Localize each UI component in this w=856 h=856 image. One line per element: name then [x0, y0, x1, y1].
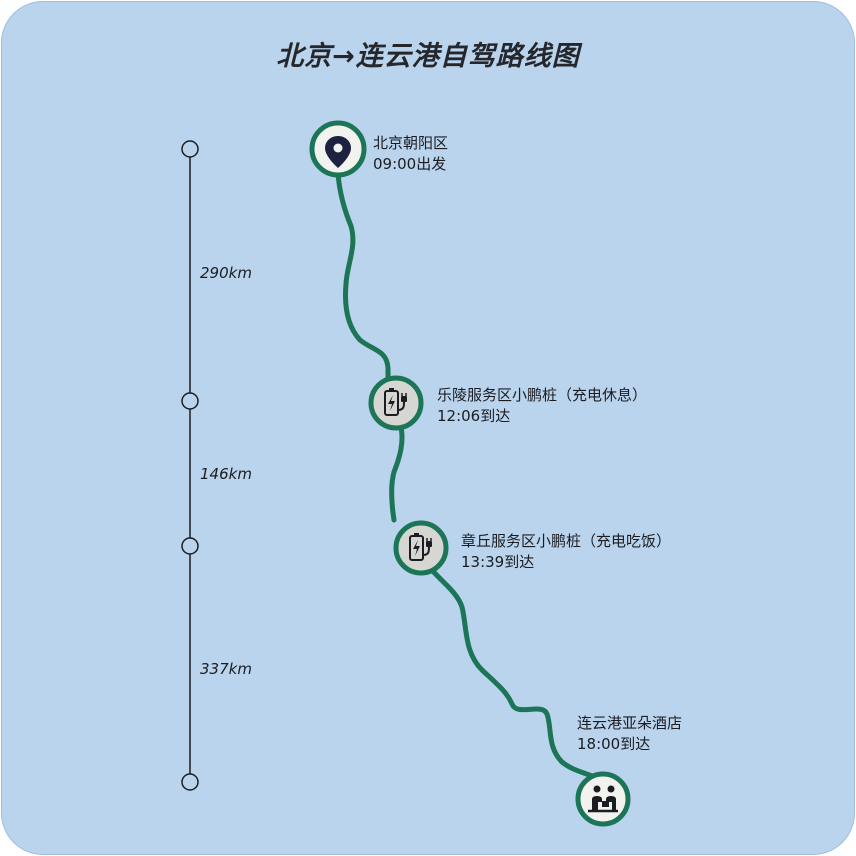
stop-marker-zhangqiu	[393, 520, 449, 576]
ev-charger-icon	[409, 533, 432, 561]
page-title: 北京→连云港自驾路线图	[276, 41, 580, 72]
stop-label-start: 北京朝阳区 09:00出发	[373, 133, 448, 175]
ev-charger-icon	[384, 388, 407, 416]
stop-name: 章丘服务区小鹏桩（充电吃饭）	[461, 532, 672, 550]
stop-name: 北京朝阳区	[373, 134, 449, 152]
hotel-reception-icon	[588, 785, 618, 813]
distance-label: 337km	[200, 660, 252, 678]
scale-node	[181, 773, 199, 791]
scale-node	[181, 140, 199, 158]
route-path	[335, 171, 595, 779]
stop-time: 13:39到达	[461, 553, 535, 571]
map-pin-icon	[325, 136, 351, 168]
stop-marker-end	[575, 771, 631, 827]
stop-time: 09:00出发	[373, 155, 447, 173]
stop-name: 乐陵服务区小鹏桩（充电休息）	[437, 386, 648, 404]
stop-label-leling: 乐陵服务区小鹏桩（充电休息） 12:06到达	[437, 385, 647, 427]
distance-scale	[181, 140, 199, 791]
stop-label-zhangqiu: 章丘服务区小鹏桩（充电吃饭） 13:39到达	[461, 531, 671, 573]
distance-label: 146km	[200, 465, 252, 483]
distance-label: 290km	[200, 264, 252, 282]
stop-marker-start	[309, 120, 367, 178]
scale-node	[181, 392, 199, 410]
stop-marker-leling	[368, 375, 424, 431]
scale-node	[181, 537, 199, 555]
stop-label-end: 连云港亚朵酒店 18:00到达	[577, 713, 682, 755]
stop-name: 连云港亚朵酒店	[577, 714, 683, 732]
stop-time: 12:06到达	[437, 407, 511, 425]
stop-time: 18:00到达	[577, 735, 651, 753]
